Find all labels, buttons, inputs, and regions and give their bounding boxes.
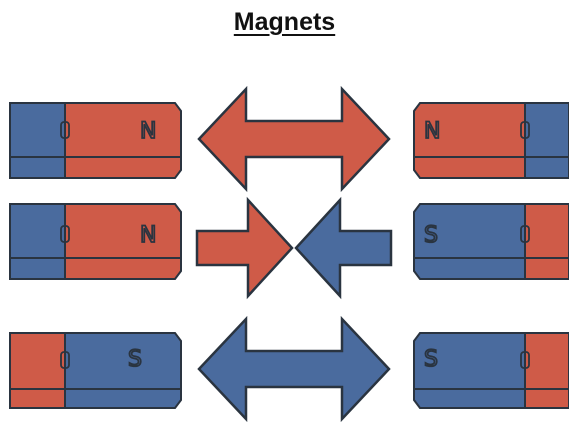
page-title: Magnets [233,8,336,36]
magnet-label: S [128,347,142,372]
magnet-pole-north [64,203,182,280]
magnet-pole-north [9,332,66,409]
right-magnet: S [413,332,569,409]
magnet-pole-north [64,102,182,179]
row-2: N S [9,198,569,298]
magnet-pole-north [524,332,569,409]
row-3: S S [9,317,569,421]
left-magnet: N [9,203,182,280]
magnet-label: N [140,119,156,144]
magnet-pole-south [524,102,569,179]
magnet-pole-north [524,203,569,280]
left-magnet: S [9,332,182,409]
right-magnet: N [413,102,569,179]
attract-arrow-right [294,198,393,298]
attract-arrow-left [195,198,294,298]
row-1: N N [9,87,569,191]
right-magnet: S [413,203,569,280]
magnet-pole-south [64,332,182,409]
magnet-label: S [424,347,438,372]
magnet-pole-south [9,203,66,280]
magnet-label: S [424,223,438,248]
repel-arrow [197,317,391,421]
left-magnet: N [9,102,182,179]
magnet-label: N [424,119,440,144]
magnet-pole-south [9,102,66,179]
magnet-label: N [140,223,156,248]
repel-arrow [197,87,391,191]
